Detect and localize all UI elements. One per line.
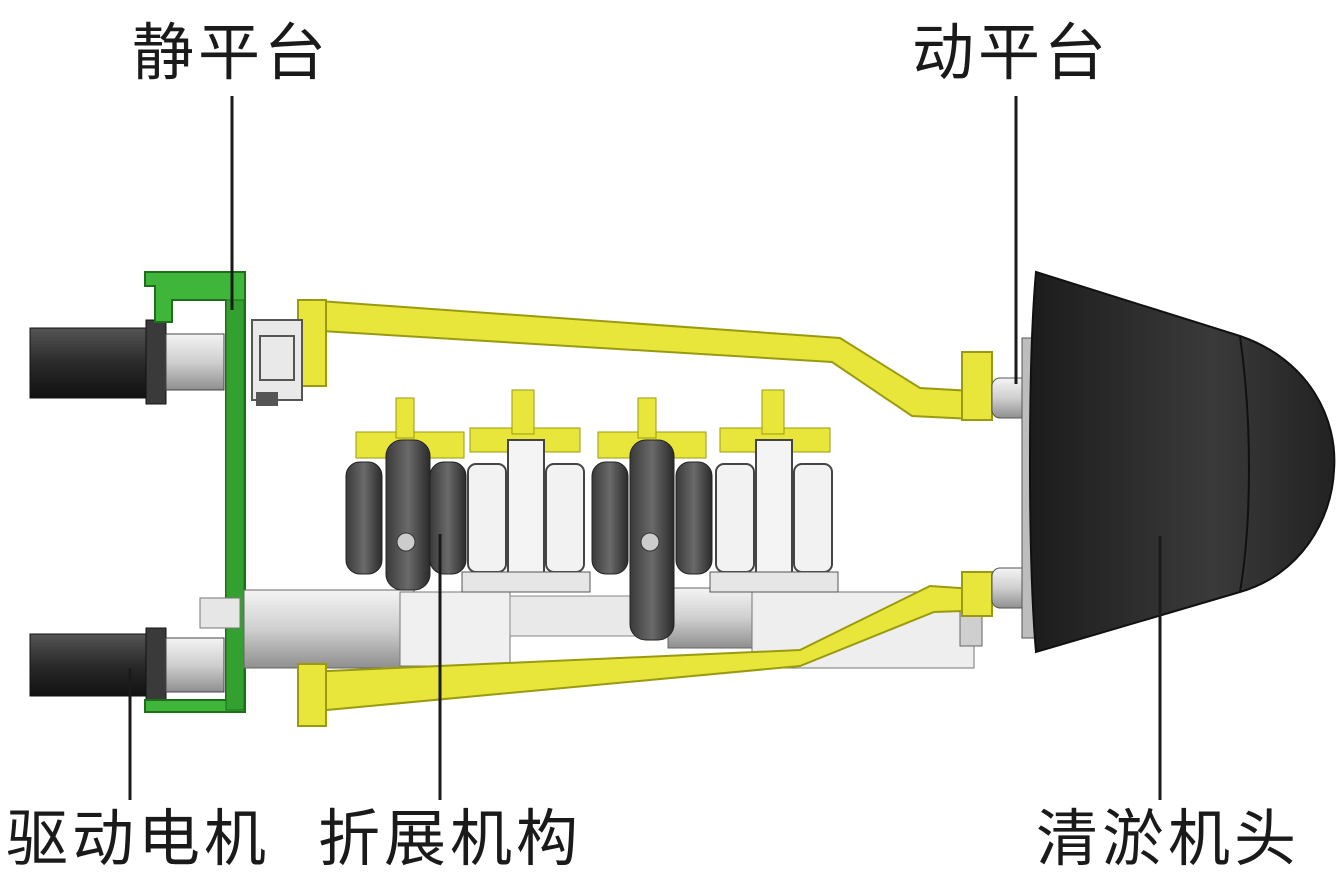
drive-motor-bottom bbox=[29, 627, 225, 701]
dredging-head bbox=[1029, 270, 1336, 654]
static-joint bbox=[251, 319, 303, 406]
moving-platform-label: 动平台 bbox=[912, 16, 1111, 89]
drive-motor-top bbox=[29, 319, 225, 405]
upper-link bbox=[297, 298, 994, 422]
dredging-head-label: 清淤机头 bbox=[1036, 802, 1301, 875]
static-platform-label: 静平台 bbox=[132, 16, 331, 89]
leader-lines bbox=[128, 96, 1162, 800]
folding-mechanism-label: 折展机构 bbox=[318, 802, 583, 875]
drive-motor-label: 驱动电机 bbox=[6, 802, 271, 875]
lower-link bbox=[297, 571, 993, 727]
folding-mechanism-unit-1 bbox=[345, 389, 591, 593]
folding-mechanism-unit-2 bbox=[591, 389, 839, 641]
